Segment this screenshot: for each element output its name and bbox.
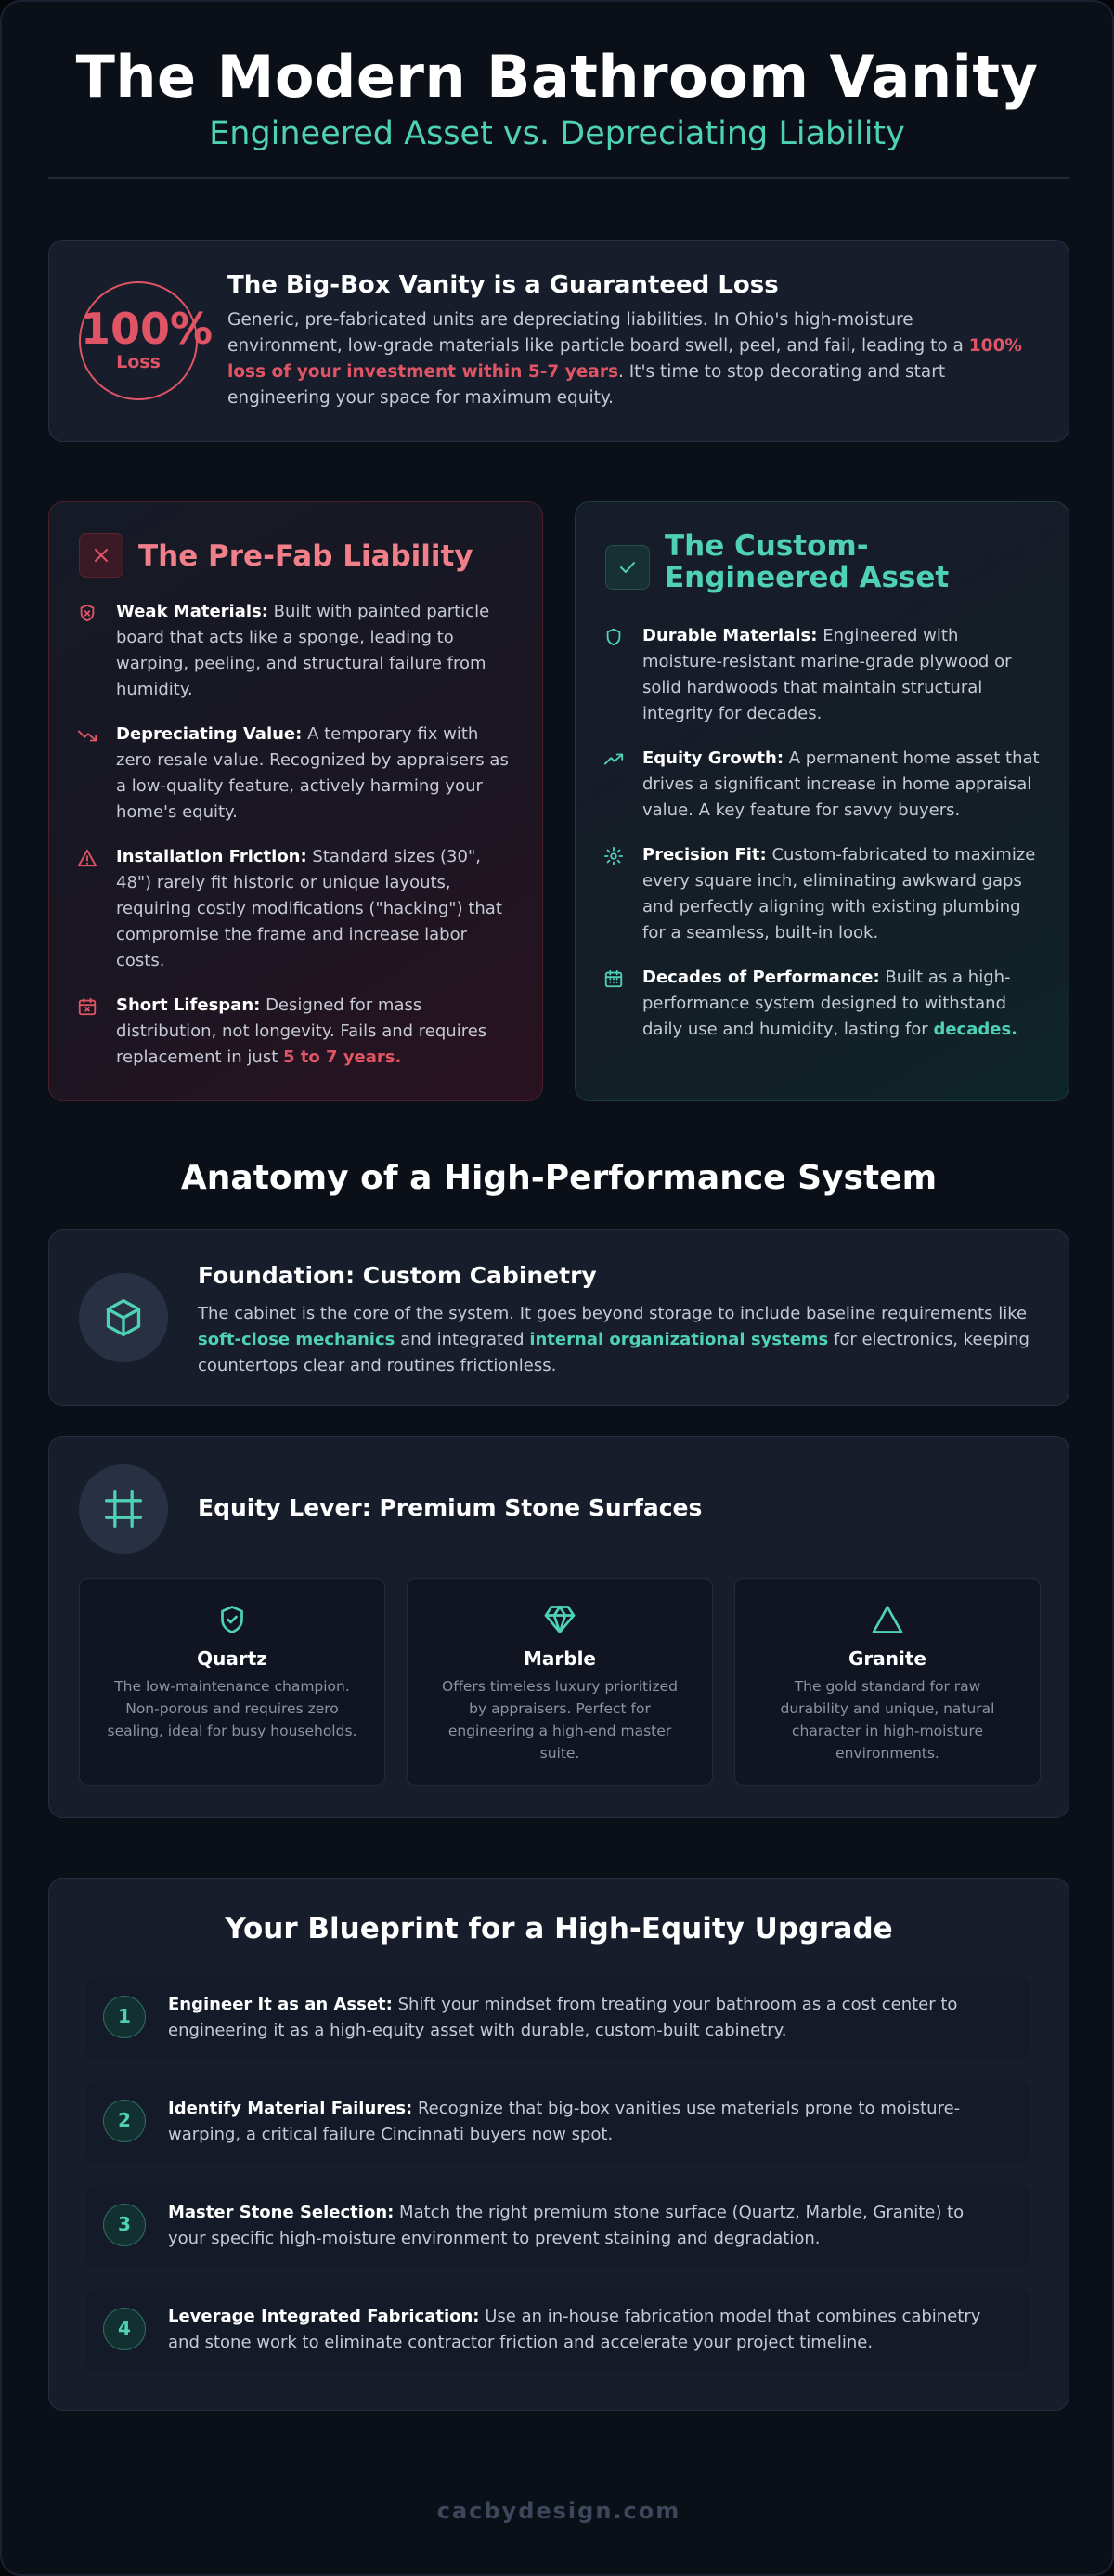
footer-site-link[interactable]: cacbydesign.com bbox=[436, 2498, 681, 2524]
triangle-icon bbox=[872, 1606, 903, 1633]
blueprint-step: 3 Master Stone Selection: Match the righ… bbox=[86, 2185, 1030, 2267]
custom-item: Precision Fit: Custom-fabricated to maxi… bbox=[603, 842, 1041, 946]
custom-title: The Custom-Engineered Asset bbox=[665, 529, 950, 594]
custom-item: Decades of Performance: Built as a high-… bbox=[603, 965, 1041, 1043]
trending-up-icon bbox=[603, 753, 624, 765]
stone-desc: The low-maintenance champion. Non-porous… bbox=[107, 1678, 357, 1739]
step-number: 2 bbox=[103, 2100, 146, 2142]
step-number: 4 bbox=[103, 2308, 146, 2350]
prefab-item: Short Lifespan: Designed for mass distri… bbox=[77, 993, 514, 1071]
blueprint-card: Your Blueprint for a High-Equity Upgrade… bbox=[48, 1878, 1069, 2411]
loss-percent-label: Loss bbox=[116, 352, 161, 372]
step-text: Engineer It as an Asset: Shift your mind… bbox=[168, 1995, 958, 2040]
frame-grid-icon bbox=[79, 1464, 168, 1554]
foundation-card: Foundation: Custom Cabinetry The cabinet… bbox=[48, 1229, 1069, 1406]
loss-text: Generic, pre-fabricated units are deprec… bbox=[227, 310, 1022, 408]
custom-asset-panel: The Custom-Engineered Asset Durable Mate… bbox=[575, 501, 1069, 1101]
shield-icon bbox=[606, 628, 621, 646]
gear-icon bbox=[603, 846, 624, 866]
stone-name: Marble bbox=[524, 1647, 596, 1670]
custom-item: Durable Materials: Engineered with moist… bbox=[603, 623, 1041, 727]
stone-title: Equity Lever: Premium Stone Surfaces bbox=[198, 1494, 703, 1521]
loss-highlight: 100% loss of your investment within 5-7 … bbox=[227, 336, 1022, 382]
foundation-text: The cabinet is the core of the system. I… bbox=[198, 1304, 1030, 1375]
calendar-check-icon bbox=[604, 969, 623, 988]
cube-icon bbox=[79, 1273, 168, 1362]
custom-item: Equity Growth: A permanent home asset th… bbox=[603, 746, 1041, 824]
warning-triangle-icon bbox=[77, 849, 97, 867]
stone-surfaces-card: Equity Lever: Premium Stone Surfaces Qua… bbox=[48, 1436, 1069, 1818]
blueprint-step: 2 Identify Material Failures: Recognize … bbox=[86, 2081, 1030, 2163]
calendar-x-icon bbox=[78, 997, 97, 1016]
stone-option-granite: Granite The gold standard for raw durabi… bbox=[734, 1578, 1041, 1786]
stone-desc: Offers timeless luxury prioritized by ap… bbox=[442, 1678, 678, 1762]
close-icon bbox=[79, 533, 123, 578]
loss-title: The Big-Box Vanity is a Guaranteed Loss bbox=[227, 271, 779, 299]
step-text: Master Stone Selection: Match the right … bbox=[168, 2203, 965, 2248]
shield-check-icon bbox=[221, 1606, 243, 1633]
step-text: Identify Material Failures: Recognize th… bbox=[168, 2099, 961, 2144]
prefab-item: Weak Materials: Built with painted parti… bbox=[77, 599, 514, 703]
prefab-liability-panel: The Pre-Fab Liability Weak Materials: Bu… bbox=[48, 501, 543, 1101]
stone-name: Granite bbox=[848, 1647, 926, 1670]
anatomy-title: Anatomy of a High-Performance System bbox=[180, 1159, 938, 1197]
header: The Modern Bathroom Vanity Engineered As… bbox=[2, 2, 1112, 156]
page-title: The Modern Bathroom Vanity bbox=[75, 43, 1039, 111]
blueprint-step: 4 Leverage Integrated Fabrication: Use a… bbox=[86, 2289, 1030, 2371]
prefab-item: Installation Friction: Standard sizes (3… bbox=[77, 844, 514, 974]
loss-percent: 100% bbox=[81, 304, 214, 354]
stone-desc: The gold standard for raw durability and… bbox=[780, 1678, 995, 1762]
loss-badge: 100% Loss bbox=[79, 281, 214, 400]
loss-card: 100% Loss The Big-Box Vanity is a Guaran… bbox=[48, 240, 1069, 442]
gem-icon bbox=[544, 1606, 576, 1633]
step-number: 1 bbox=[103, 1996, 146, 2038]
foundation-title: Foundation: Custom Cabinetry bbox=[198, 1262, 597, 1289]
step-text: Leverage Integrated Fabrication: Use an … bbox=[168, 2307, 981, 2352]
blueprint-title: Your Blueprint for a High-Equity Upgrade bbox=[225, 1912, 893, 1945]
stone-name: Quartz bbox=[197, 1647, 267, 1670]
prefab-item: Depreciating Value: A temporary fix with… bbox=[77, 722, 514, 826]
stone-option-quartz: Quartz The low-maintenance champion. Non… bbox=[79, 1578, 385, 1786]
stone-option-marble: Marble Offers timeless luxury prioritize… bbox=[407, 1578, 713, 1786]
blueprint-step: 1 Engineer It as an Asset: Shift your mi… bbox=[86, 1977, 1030, 2059]
shield-x-icon bbox=[80, 604, 95, 622]
trending-down-icon bbox=[77, 730, 97, 742]
header-divider bbox=[48, 177, 1069, 179]
page-subtitle: Engineered Asset vs. Depreciating Liabil… bbox=[209, 115, 905, 152]
prefab-title: The Pre-Fab Liability bbox=[138, 540, 473, 573]
check-icon bbox=[605, 545, 650, 590]
step-number: 3 bbox=[103, 2204, 146, 2246]
